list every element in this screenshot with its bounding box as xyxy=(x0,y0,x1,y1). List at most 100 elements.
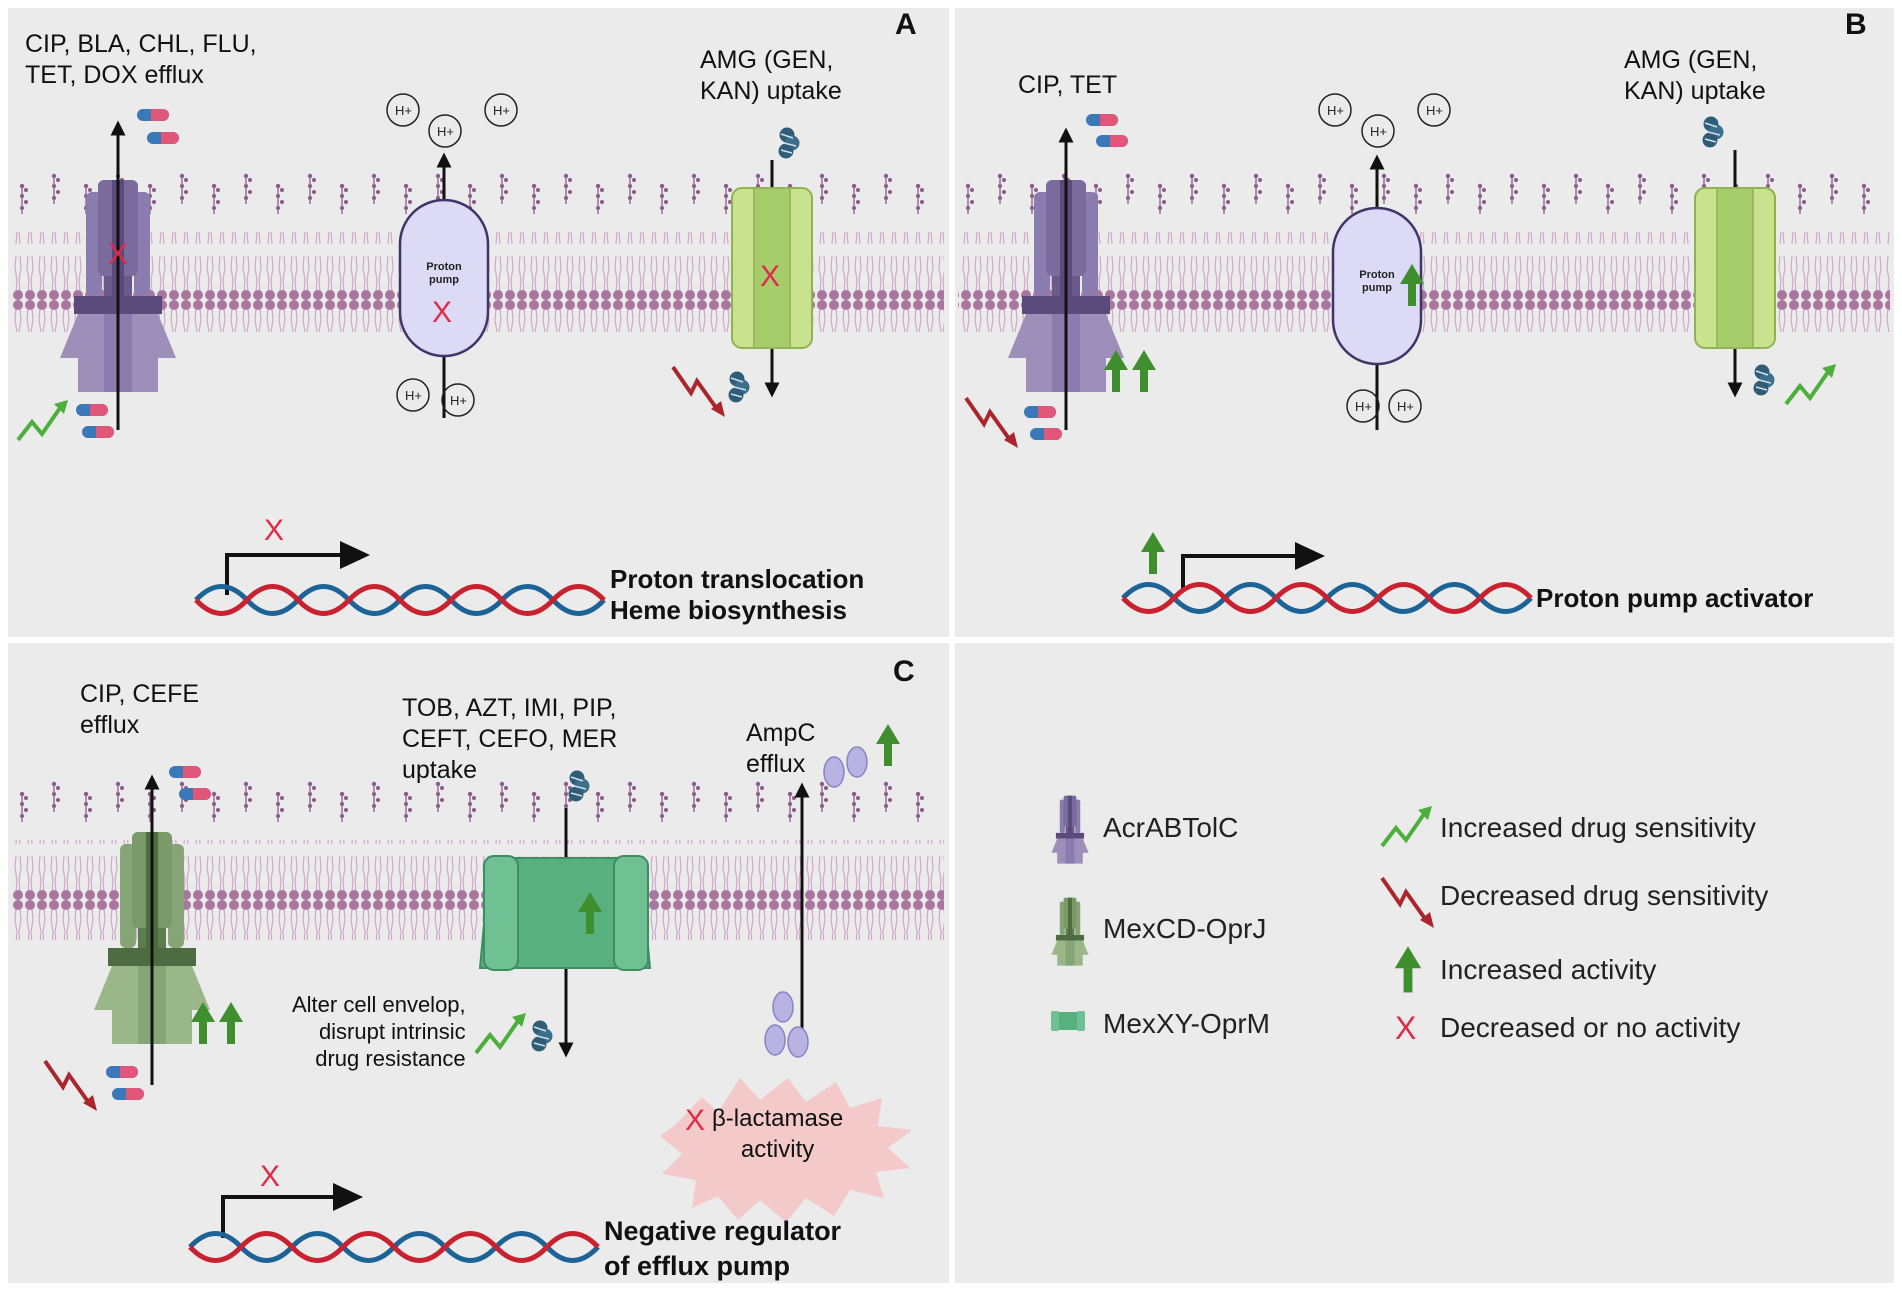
proton-label: H+ xyxy=(1426,103,1443,118)
lps-molecule xyxy=(435,781,445,813)
lps-molecule xyxy=(883,173,893,205)
proton-label: H+ xyxy=(437,124,454,139)
x-mark-a2: X xyxy=(432,296,452,329)
lps-molecule xyxy=(339,791,349,823)
increased-sensitivity-icon xyxy=(474,1011,528,1055)
lps-molecule xyxy=(1349,183,1359,215)
uptake-label-a: AMG (GEN, KAN) uptake xyxy=(700,46,842,105)
proton-label: H+ xyxy=(450,393,467,408)
legend-increased-sensitivity: Increased drug sensitivity xyxy=(1440,812,1756,843)
drug-capsule xyxy=(137,109,169,121)
lps-molecule xyxy=(307,781,317,813)
increased-activity-legend-icon xyxy=(1394,946,1422,993)
lps-molecule xyxy=(1797,183,1807,215)
lps-molecule xyxy=(691,173,701,205)
decreased-sensitivity-icon xyxy=(964,396,1020,450)
proton-label: H+ xyxy=(1327,103,1344,118)
lps-molecule xyxy=(83,791,93,823)
decreased-sensitivity-icon xyxy=(671,365,727,419)
x-mark-c1: X xyxy=(260,1160,280,1193)
increased-activity-icon xyxy=(1141,532,1165,574)
lps-molecule xyxy=(1381,173,1391,205)
panel-letter-b: B xyxy=(1845,8,1867,41)
lps-molecule xyxy=(339,183,349,215)
drug-capsule xyxy=(169,766,201,778)
lps-molecule xyxy=(1189,173,1199,205)
increased-activity-icon xyxy=(876,724,900,766)
drug-capsule xyxy=(1024,406,1056,418)
lps-molecule xyxy=(1637,173,1647,205)
envelope-label: Alter cell envelop, disrupt intrinsic dr… xyxy=(292,992,466,1071)
panel-letter-a: A xyxy=(895,8,917,41)
lps-molecule xyxy=(659,791,669,823)
lps-molecule xyxy=(723,791,733,823)
aminoglycoside-drug-icon xyxy=(777,126,801,160)
legend-increased-activity: Increased activity xyxy=(1440,954,1657,985)
gene-label-b: Proton pump activator xyxy=(1536,583,1814,613)
ampc-label: AmpC efflux xyxy=(746,719,816,778)
lps-molecule xyxy=(403,183,413,215)
increased-sensitivity-icon xyxy=(16,398,70,442)
proton-label: H+ xyxy=(1370,124,1387,139)
panel-c-graphics: X xyxy=(12,724,944,1261)
lps-molecule xyxy=(691,781,701,813)
lps-molecule xyxy=(51,781,61,813)
mexcd-oprj-legend-icon xyxy=(1051,897,1089,966)
lps-molecule xyxy=(371,173,381,205)
lps-molecule xyxy=(1285,183,1295,215)
x-mark-legend-icon: X xyxy=(1395,1010,1417,1046)
dna-helix-a xyxy=(196,587,604,614)
lps-molecule xyxy=(965,183,975,215)
lps-molecule xyxy=(179,173,189,205)
aminoglycoside-drug-icon xyxy=(530,1019,554,1053)
mexxy-oprm-legend-icon xyxy=(1051,1011,1085,1031)
lps-molecule xyxy=(723,183,733,215)
x-mark-a3: X xyxy=(760,260,780,293)
lps-molecule xyxy=(371,781,381,813)
mexxy-oprm-pump xyxy=(478,855,652,971)
drug-capsule xyxy=(112,1088,144,1100)
acrabtolc-legend-icon xyxy=(1051,795,1089,864)
lps-molecule xyxy=(19,791,29,823)
lps-molecule xyxy=(595,183,605,215)
legend-panel xyxy=(955,643,1894,1283)
gene-label-a: Proton translocation Heme biosynthesis xyxy=(610,564,865,625)
increased-sensitivity-icon xyxy=(1784,362,1838,406)
increased-sensitivity-legend-icon xyxy=(1380,804,1434,848)
lps-molecule xyxy=(787,791,797,823)
lps-molecule xyxy=(1477,183,1487,215)
lps-molecule xyxy=(915,791,925,823)
drug-capsule xyxy=(179,788,211,800)
starburst-shape xyxy=(660,1078,912,1222)
lps-molecule xyxy=(275,791,285,823)
lps-molecule xyxy=(1221,183,1231,215)
dna-helix-b xyxy=(1123,585,1531,612)
decreased-sensitivity-legend-icon xyxy=(1380,876,1436,930)
legend-decreased-activity: Decreased or no activity xyxy=(1440,1012,1741,1043)
lps-molecule xyxy=(115,781,125,813)
lps-molecule xyxy=(819,173,829,205)
lps-molecule xyxy=(1157,183,1167,215)
lps-molecule xyxy=(659,183,669,215)
drug-capsule xyxy=(1086,114,1118,126)
lps-molecule xyxy=(307,173,317,205)
lps-molecule xyxy=(1605,183,1615,215)
proton-label: H+ xyxy=(1397,399,1414,414)
lps-molecule xyxy=(1509,173,1519,205)
lps-molecule xyxy=(211,183,221,215)
legend-icons xyxy=(1051,795,1436,1031)
lps-molecule xyxy=(1829,173,1839,205)
drug-capsule xyxy=(1096,135,1128,147)
ampc-beta-lactamase-icon xyxy=(764,746,868,1058)
lps-molecule xyxy=(243,173,253,205)
lps-molecule xyxy=(19,183,29,215)
porin-channel-b xyxy=(1694,187,1776,349)
lps-molecule xyxy=(1861,183,1871,215)
lps-molecule xyxy=(499,173,509,205)
drug-capsule xyxy=(1030,428,1062,440)
aminoglycoside-drug-icon xyxy=(1752,363,1776,397)
beta-lactamase-label: β-lactamase activity xyxy=(712,1105,844,1163)
lps-molecule xyxy=(1445,173,1455,205)
lps-molecule xyxy=(819,781,829,813)
